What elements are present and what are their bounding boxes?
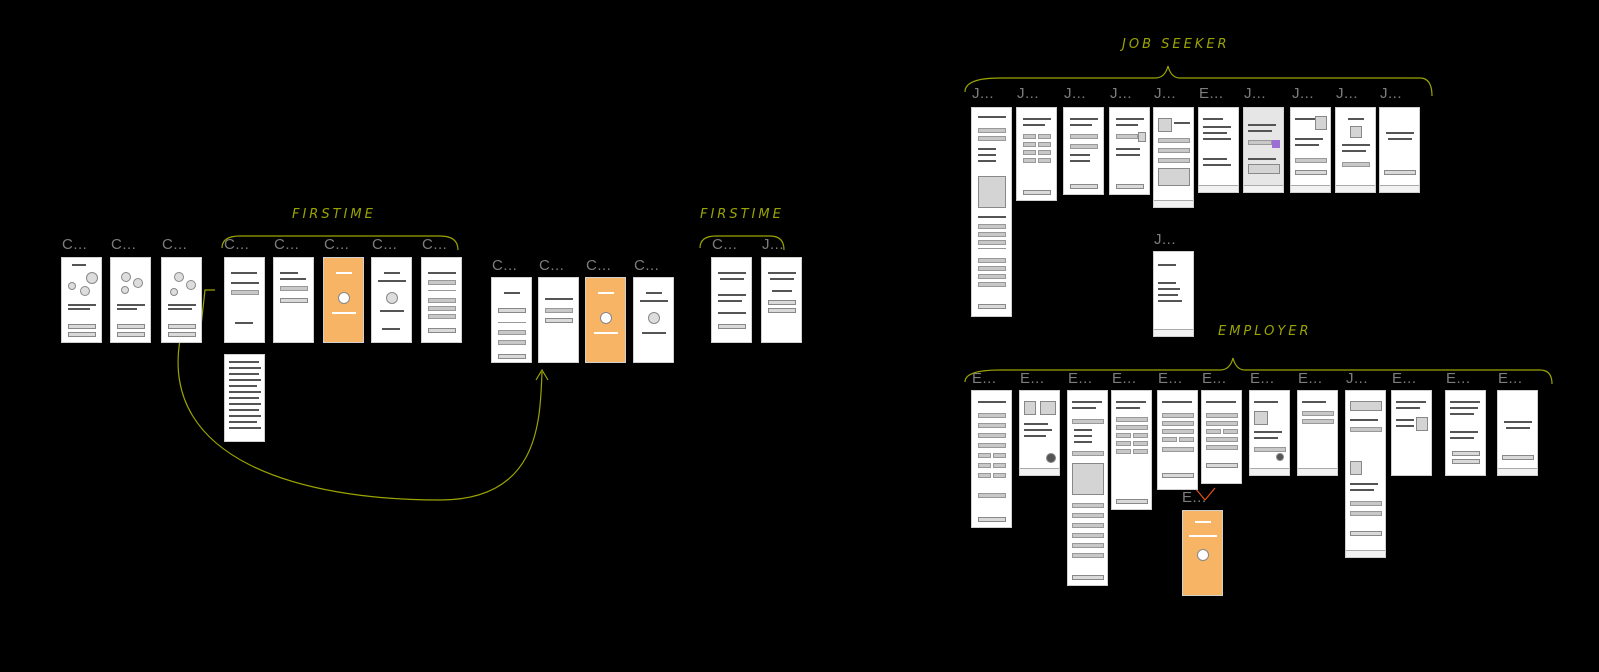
frame-label: C... (224, 236, 250, 253)
frame-label: J... (972, 85, 995, 102)
screen-welcome-3[interactable] (161, 257, 202, 343)
screen-js-check-profile[interactable] (1109, 107, 1150, 195)
frame-label: C... (372, 236, 398, 253)
screen-emp-confirm-offer[interactable] (1445, 390, 1486, 476)
screen-login-settings[interactable] (421, 257, 462, 343)
screen-welcome-role[interactable] (711, 257, 752, 343)
frame-label: J... (1346, 370, 1369, 387)
frame-label: E... (1182, 489, 1207, 506)
screen-phone-number[interactable] (273, 257, 314, 343)
screen-emp-personality[interactable] (1111, 390, 1152, 510)
annotation-job-seeker: JOB SEEKER (1122, 37, 1230, 52)
screen-emp-final-check[interactable] (1201, 390, 1242, 484)
frame-label: E... (1112, 370, 1137, 387)
screen-terms[interactable] (224, 354, 265, 442)
frame-label: E... (1158, 370, 1183, 387)
frame-label: C... (492, 257, 518, 274)
frame-label: C... (422, 236, 448, 253)
frame-label: J... (1244, 85, 1267, 102)
frame-label: E... (1199, 85, 1224, 102)
screen-emp-candidates[interactable] (1297, 390, 1338, 476)
screen-js-settings[interactable] (1153, 251, 1194, 337)
frame-label: J... (1336, 85, 1359, 102)
frame-label: E... (1446, 370, 1471, 387)
screen-welcome-1[interactable] (61, 257, 102, 343)
screen-js-no-jobs[interactable] (1379, 107, 1420, 193)
screen-emp-no-candidates[interactable] (1497, 390, 1538, 476)
frame-label: J... (1017, 85, 1040, 102)
frame-label: C... (539, 257, 565, 274)
screen-choose-role[interactable] (761, 257, 802, 343)
screen-emp-candidate-profile[interactable] (1345, 390, 1386, 558)
screen-js-offer[interactable] (1335, 107, 1376, 193)
frame-label: J... (1154, 85, 1177, 102)
frame-label: J... (1110, 85, 1133, 102)
screen-emp-offer-sent[interactable] (1391, 390, 1432, 476)
screen-login-confirm[interactable] (633, 277, 674, 363)
frame-label: J... (1064, 85, 1087, 102)
frame-label: C... (586, 257, 612, 274)
frame-label: C... (162, 236, 188, 253)
frame-label: J... (1380, 85, 1403, 102)
frame-label: E... (1298, 370, 1323, 387)
frame-label: J... (762, 236, 785, 253)
screen-confirm-code[interactable] (371, 257, 412, 343)
screen-emp-profile-preview[interactable] (1019, 390, 1060, 476)
frame-label: E... (1392, 370, 1417, 387)
frame-label: C... (62, 236, 88, 253)
screen-phone-signup[interactable] (224, 257, 265, 343)
frame-label: E... (1250, 370, 1275, 387)
frame-label: C... (634, 257, 660, 274)
screen-login-verify[interactable] (585, 277, 626, 363)
screen-js-application-status[interactable] (1290, 107, 1331, 193)
frame-label: C... (324, 236, 350, 253)
screen-verify-code[interactable] (323, 257, 364, 343)
screen-emp-published[interactable] (1182, 510, 1223, 596)
frame-label: E... (972, 370, 997, 387)
screen-js-skills[interactable] (1016, 107, 1057, 201)
screen-js-employer-detail[interactable] (1198, 107, 1239, 193)
screen-welcome-2[interactable] (110, 257, 151, 343)
frame-label: C... (274, 236, 300, 253)
frame-label: E... (1202, 370, 1227, 387)
frame-label: C... (712, 236, 738, 253)
frame-label: E... (1020, 370, 1045, 387)
screen-emp-position-details[interactable] (1067, 390, 1108, 586)
screen-js-profile-info[interactable] (971, 107, 1012, 317)
screen-emp-summary[interactable] (1157, 390, 1198, 490)
frame-label: C... (111, 236, 137, 253)
frame-label: E... (1068, 370, 1093, 387)
annotation-employer: EMPLOYER (1218, 324, 1312, 339)
annotation-first-time-onboarding: FIRSTIME (292, 207, 376, 222)
screen-login[interactable] (491, 277, 532, 363)
frame-label: J... (1292, 85, 1315, 102)
screen-emp-business-profile[interactable] (971, 390, 1012, 528)
screen-js-job-feed[interactable] (1153, 107, 1194, 208)
screen-js-dream-work[interactable] (1063, 107, 1104, 195)
frame-label: E... (1498, 370, 1523, 387)
screen-emp-browse[interactable] (1249, 390, 1290, 476)
screen-js-applications[interactable] (1243, 107, 1284, 193)
frame-label: J... (1154, 231, 1177, 248)
annotation-first-time-role: FIRSTIME (700, 207, 784, 222)
screen-login-phone[interactable] (538, 277, 579, 363)
